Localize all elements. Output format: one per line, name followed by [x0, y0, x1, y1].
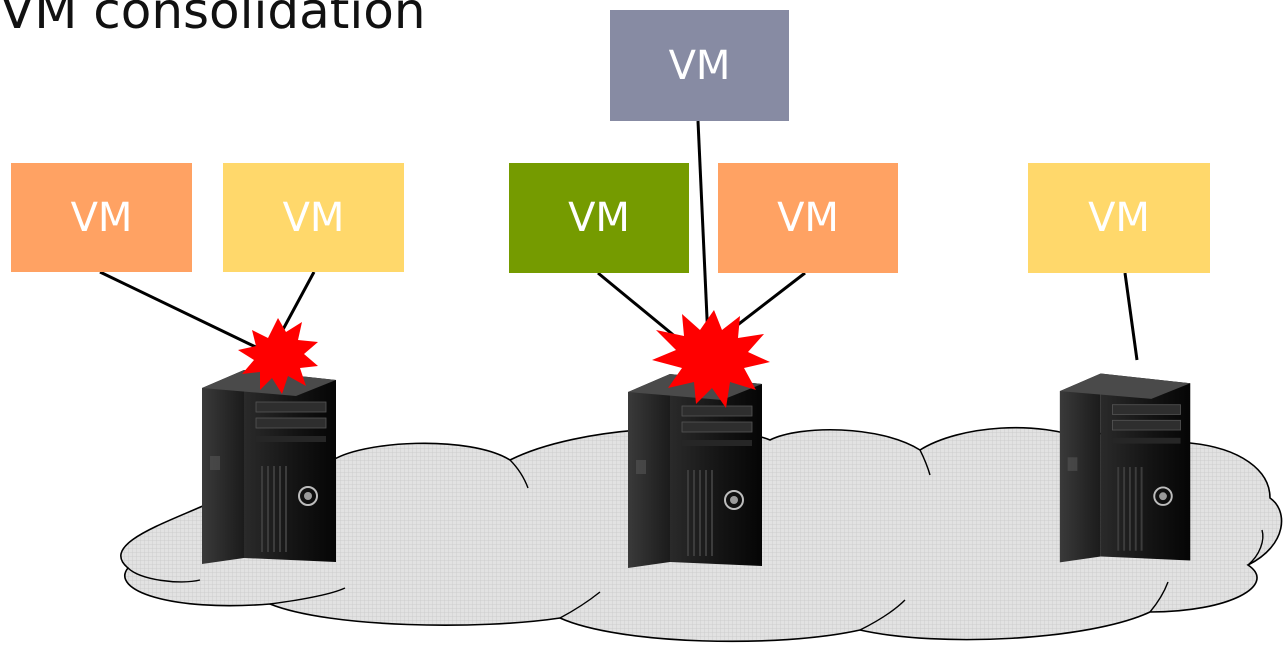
server-tower-icon [201, 369, 337, 565]
vm-box: VM [718, 163, 898, 273]
vm-box: VM [223, 163, 404, 272]
vm-box: VM [11, 163, 192, 272]
vm-label: VM [70, 194, 133, 241]
server-tower-icon [627, 373, 763, 569]
page-title: VM consolidation [0, 0, 426, 40]
vm-box: VM [610, 10, 789, 121]
vm-label: VM [568, 195, 630, 241]
server-tower-icon [1058, 372, 1192, 564]
vm-label: VM [777, 195, 839, 241]
vm-label: VM [282, 194, 345, 241]
vm-box: VM [1028, 163, 1210, 273]
vm-box: VM [509, 163, 689, 273]
overload-burst-icon [652, 310, 770, 408]
vm-label: VM [668, 42, 731, 89]
vm-label: VM [1088, 195, 1150, 241]
overload-burst-icon [238, 318, 318, 394]
